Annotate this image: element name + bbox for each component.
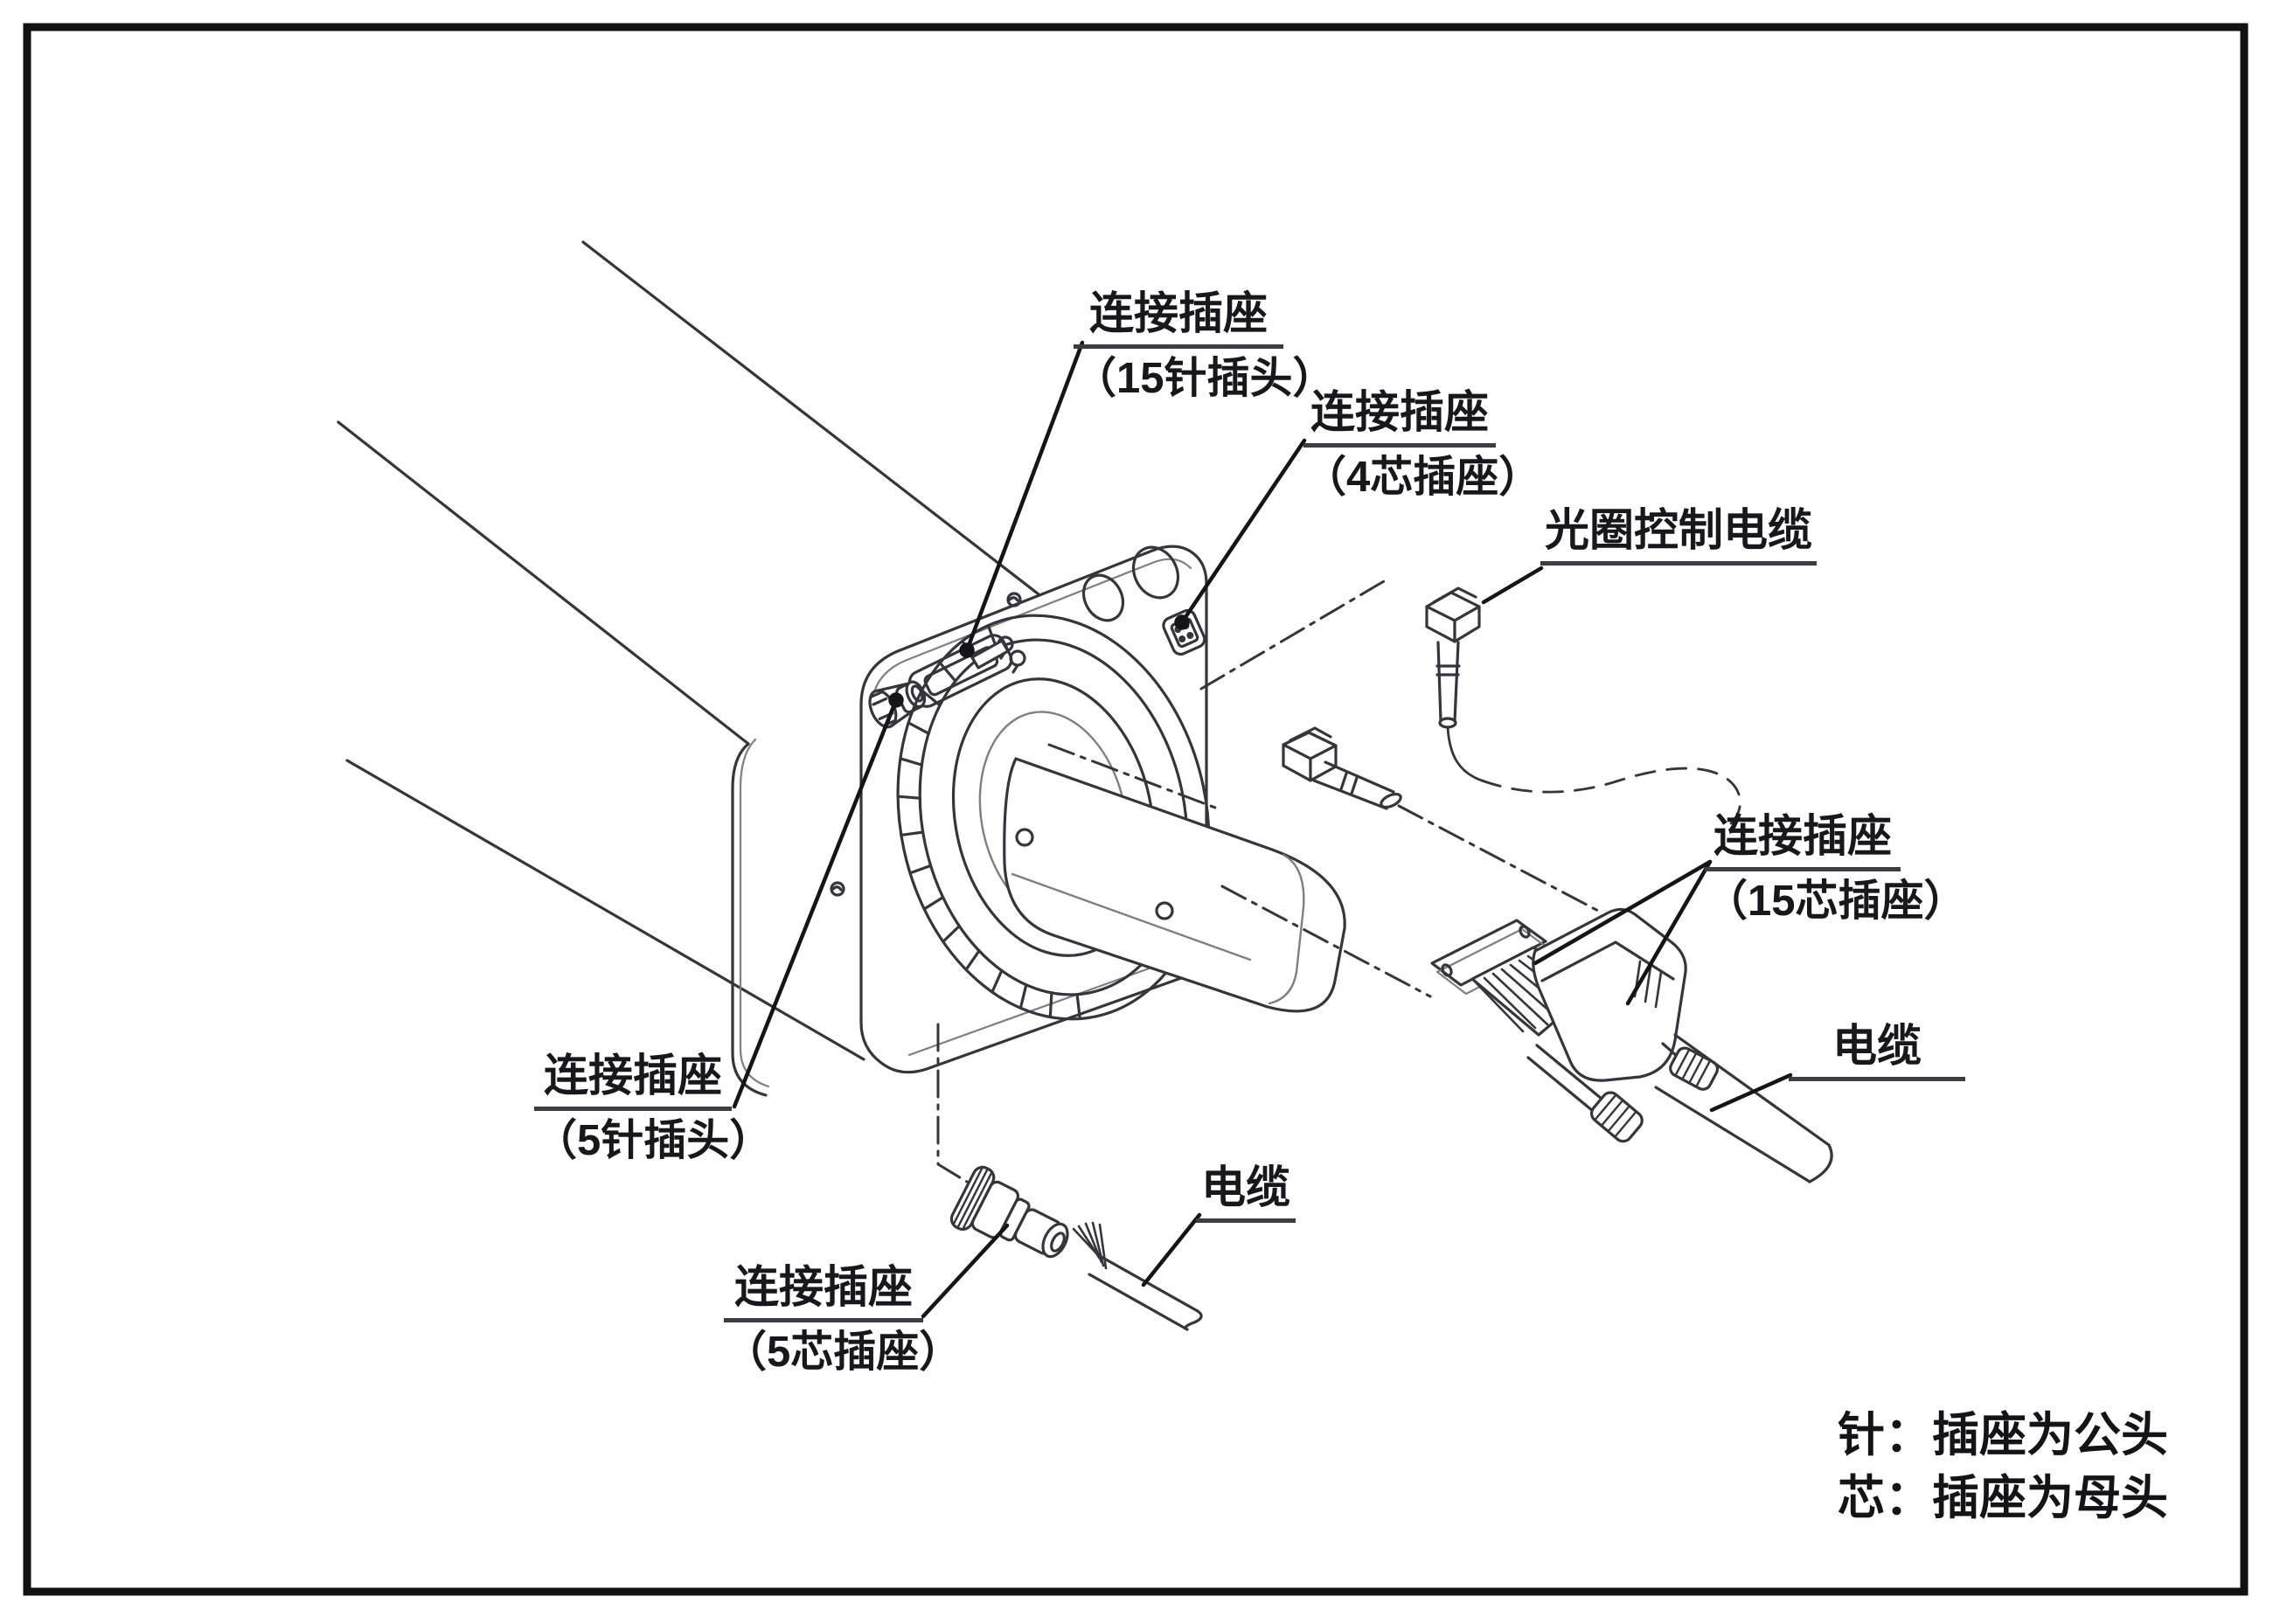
center-lines xyxy=(936,580,1600,1183)
panel-screws xyxy=(830,592,1022,897)
aperture-cable-route xyxy=(1480,767,1741,834)
legend: 针：插座为公头 芯：插座为母头 xyxy=(1838,1404,2168,1530)
label-aperture-cable-text: 光圈控制电缆 xyxy=(1540,505,1817,566)
label-cable-right-text: 电缆 xyxy=(1789,1021,1965,1082)
dsub-15core-connector xyxy=(1430,907,1833,1183)
label-socket-15core-line1: 连接插座 xyxy=(1705,811,1901,872)
label-socket-4core-line2: （4芯插座） xyxy=(1303,454,1542,502)
frayed-wires xyxy=(1072,1221,1108,1270)
label-socket-5core-line1: 连接插座 xyxy=(724,1262,923,1323)
label-socket-15core-line2: （15芯插座） xyxy=(1705,878,1967,926)
label-aperture-cable: 光圈控制电缆 xyxy=(1540,505,1817,566)
label-socket-4core-line1: 连接插座 xyxy=(1303,387,1496,448)
circular-5core-connector xyxy=(949,1165,1203,1331)
label-socket-15core: 连接插座 （15芯插座） xyxy=(1705,811,1967,926)
label-cable-bottom: 电缆 xyxy=(1196,1162,1296,1224)
aperture-plug-upper xyxy=(1425,586,1741,834)
label-socket-15pin-line2: （15针插头） xyxy=(1074,355,1336,403)
panel-holes xyxy=(1081,545,1180,622)
label-socket-5pin-line1: 连接插座 xyxy=(534,1051,732,1112)
aperture-plug-lower xyxy=(1282,726,1402,810)
legend-line2: 芯：插座为母头 xyxy=(1838,1472,2168,1524)
label-socket-5pin: 连接插座 （5针插头） xyxy=(534,1051,773,1165)
label-cable-bottom-text: 电缆 xyxy=(1196,1162,1296,1224)
label-socket-4core: 连接插座 （4芯插座） xyxy=(1303,387,1542,502)
device-housing-edges xyxy=(337,240,1102,1097)
leader-lines xyxy=(732,340,1793,1319)
label-socket-5core-line2: （5芯插座） xyxy=(724,1329,963,1377)
label-cable-right: 电缆 xyxy=(1789,1021,1965,1082)
lens-ring xyxy=(896,614,1211,1021)
label-socket-15pin: 连接插座 （15针插头） xyxy=(1074,288,1336,403)
dsub-cable xyxy=(1654,1033,1833,1183)
label-socket-5core: 连接插座 （5芯插座） xyxy=(724,1262,963,1377)
legend-line1: 针：插座为公头 xyxy=(1838,1409,2168,1461)
camera-unit xyxy=(1003,757,1346,1013)
label-socket-5pin-line2: （5针插头） xyxy=(534,1117,773,1165)
label-socket-15pin-line1: 连接插座 xyxy=(1074,288,1283,350)
bottom-cable xyxy=(1088,1254,1203,1331)
